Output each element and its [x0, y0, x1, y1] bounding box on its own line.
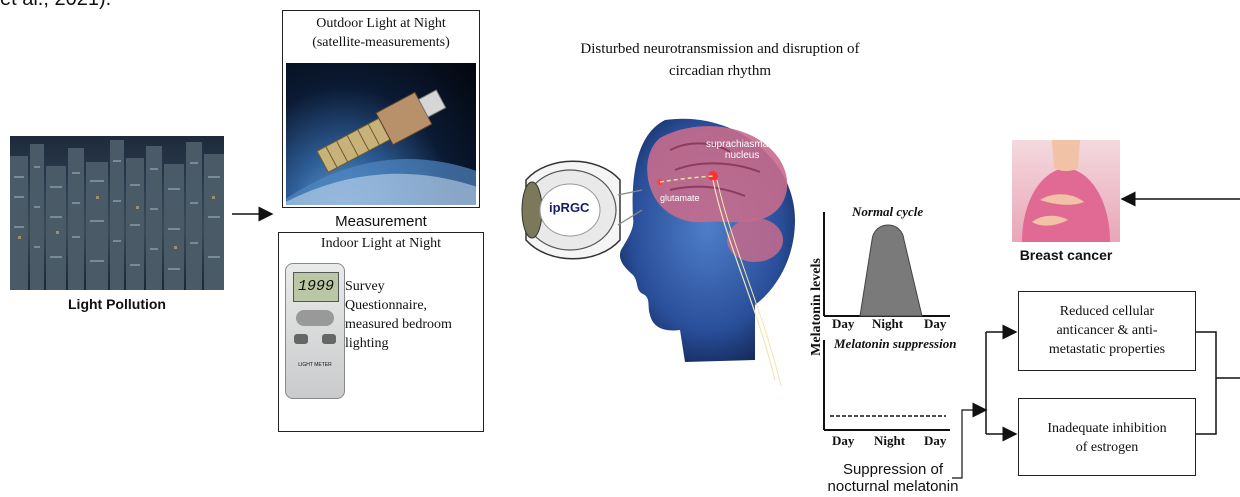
- city-night-photo: [10, 136, 224, 290]
- normal-cycle-area: [860, 225, 922, 316]
- top-xtick-day1: Day: [832, 316, 854, 332]
- light-meter-device: 1999 LIGHT METER: [285, 263, 345, 399]
- scn-label-line2: nucleus: [706, 150, 778, 161]
- city-skyline-graphic: [10, 136, 224, 290]
- headline-line1: Disturbed neurotransmission and disrupti…: [520, 38, 920, 60]
- outcomes-merge-bracket: [1196, 332, 1216, 434]
- meter-button-left: [294, 334, 308, 344]
- headline: Disturbed neurotransmission and disrupti…: [520, 38, 920, 82]
- light-pollution-label: Light Pollution: [10, 296, 224, 312]
- satellite-graphic: [286, 63, 476, 205]
- meter-display: 1999: [293, 272, 339, 302]
- meter-button-row: [296, 310, 334, 326]
- indoor-light-box: Indoor Light at Night 1999 LIGHT METER S…: [278, 232, 484, 432]
- measurement-label: Measurement: [282, 213, 480, 230]
- indoor-desc-line3: measured bedroom: [345, 315, 452, 334]
- glutamate-label: glutamate: [660, 193, 700, 203]
- indoor-desc-line2: Questionnaire,: [345, 296, 452, 315]
- melatonin-ylabel: Melatonin levels: [809, 237, 827, 377]
- meter-button-right: [322, 334, 336, 344]
- indoor-desc-line1: Survey: [345, 277, 452, 296]
- headline-line2: circadian rhythm: [520, 60, 920, 82]
- outdoor-title: Outdoor Light at Night: [283, 14, 479, 33]
- meter-brand-text: LIGHT METER: [290, 362, 340, 368]
- indoor-title: Indoor Light at Night: [279, 236, 483, 252]
- bottom-xtick-day1: Day: [832, 433, 854, 449]
- outcome-inadequate-estrogen-box: Inadequate inhibition of estrogen: [1018, 398, 1196, 476]
- iprgc-label: ipRGC: [549, 200, 589, 215]
- indoor-desc-line4: lighting: [345, 334, 452, 353]
- suppression-title: Melatonin suppression: [834, 336, 956, 352]
- outdoor-light-box: Outdoor Light at Night (satellite-measur…: [282, 10, 480, 208]
- breast-cancer-label: Breast cancer: [1012, 247, 1120, 263]
- normal-cycle-title: Normal cycle: [852, 204, 923, 220]
- suppression-caption-line1: Suppression of: [808, 461, 978, 478]
- breast-cancer-photo: [1012, 140, 1120, 242]
- suppression-caption: Suppression of nocturnal melatonin: [808, 461, 978, 495]
- outcome1-line3: metastatic properties: [1019, 340, 1195, 359]
- scn-label: suprachiasmatic nucleus: [706, 139, 778, 161]
- top-xtick-night: Night: [872, 316, 903, 332]
- scn-label-line1: suprachiasmatic: [706, 139, 778, 150]
- bottom-xtick-night: Night: [874, 433, 905, 449]
- top-xtick-day2: Day: [924, 316, 946, 332]
- outcome1-line2: anticancer & anti-: [1019, 321, 1195, 340]
- outdoor-subtitle: (satellite-measurements): [283, 33, 479, 52]
- satellite-image: [286, 63, 476, 205]
- suppression-caption-line2: nocturnal melatonin: [808, 478, 978, 495]
- outcome2-line1: Inadequate inhibition: [1019, 419, 1195, 438]
- outcome-reduced-anticancer-box: Reduced cellular anticancer & anti- meta…: [1018, 291, 1196, 371]
- outcome1-line1: Reduced cellular: [1019, 302, 1195, 321]
- outcome2-line2: of estrogen: [1019, 438, 1195, 457]
- breast-cancer-graphic: [1012, 140, 1120, 242]
- top-fragment-text: et al., 2021).: [0, 0, 111, 11]
- bottom-xtick-day2: Day: [924, 433, 946, 449]
